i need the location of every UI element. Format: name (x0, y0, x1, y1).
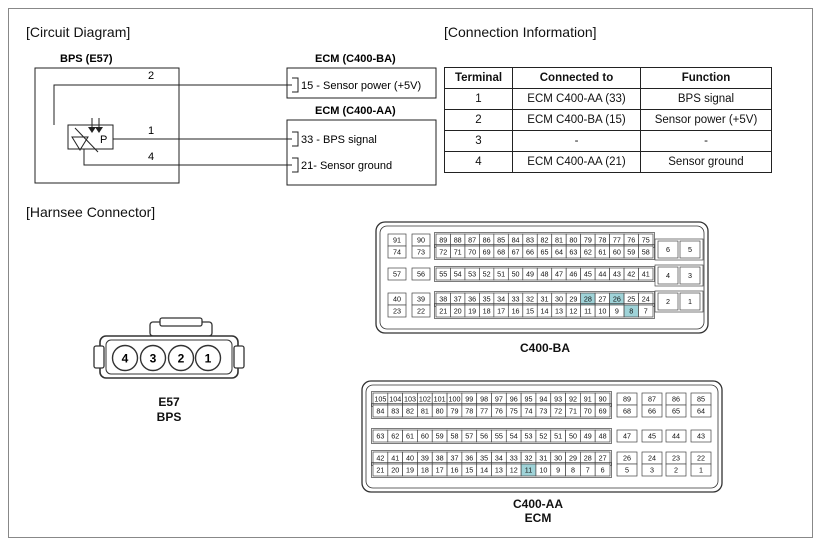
table-row: 4 ECM C400-AA (21) Sensor ground (444, 151, 772, 173)
wire-pin-4 (83, 146, 292, 166)
figure-frame (8, 8, 813, 538)
terminal-cell: 2 (444, 109, 513, 131)
connection-table: Terminal Connected to Function 1 ECM C40… (444, 67, 772, 173)
connected-to-cell: - (512, 130, 641, 152)
terminal-cell: 3 (444, 130, 513, 152)
connected-to-cell: ECM C400-AA (21) (512, 151, 641, 173)
section-title-circuit-diagram: [Circuit Diagram] (26, 24, 131, 40)
p-symbol: P (100, 134, 107, 146)
c400-ba-caption: C400-BA (519, 341, 570, 355)
function-cell: Sensor ground (640, 151, 772, 173)
section-title-connection-information: [Connection Information] (444, 24, 597, 40)
bps-sensor-box (34, 67, 180, 184)
table-header-row: Terminal Connected to Function (444, 67, 772, 89)
table-row: 1 ECM C400-AA (33) BPS signal (444, 88, 772, 110)
table-row: 2 ECM C400-BA (15) Sensor power (+5V) (444, 109, 772, 131)
ecm-c400-ba-box (286, 67, 437, 99)
wire-pin-2 (53, 84, 292, 125)
function-cell: - (640, 130, 772, 152)
ecm-c400-ba-label: ECM (C400-BA) (315, 53, 396, 65)
ecm-aa-pin-33-text: 33 - BPS signal (301, 134, 377, 146)
ecm-ba-pin-15-text: 15 - Sensor power (+5V) (301, 80, 421, 92)
ecm-aa-pin-21-text: 21- Sensor ground (301, 160, 392, 172)
section-title-harness-connector: [Harnsee Connector] (26, 204, 156, 220)
c400-aa-ecm-caption: ECM (524, 511, 552, 525)
c400-aa-caption: C400-AA (512, 497, 563, 511)
table-row: 3 - - (444, 130, 772, 152)
function-cell: Sensor power (+5V) (640, 109, 772, 131)
header-connected-to: Connected to (512, 67, 641, 89)
connected-to-cell: ECM C400-AA (33) (512, 88, 641, 110)
pin-2-label: 2 (148, 70, 154, 82)
ecm-c400-aa-box (286, 119, 437, 186)
terminal-cell: 1 (444, 88, 513, 110)
e57-caption: BPS (156, 410, 182, 424)
header-function: Function (640, 67, 772, 89)
connected-to-cell: ECM C400-BA (15) (512, 109, 641, 131)
pressure-sensor-icon: P (67, 118, 114, 153)
pin-1-label: 1 (148, 125, 154, 137)
e57-name: E57 (158, 395, 180, 409)
header-terminal: Terminal (444, 67, 513, 89)
terminal-cell: 4 (444, 151, 513, 173)
pin-4-label: 4 (148, 151, 154, 163)
function-cell: BPS signal (640, 88, 772, 110)
ecm-c400-aa-label: ECM (C400-AA) (315, 105, 396, 117)
bps-label: BPS (E57) (60, 53, 113, 65)
